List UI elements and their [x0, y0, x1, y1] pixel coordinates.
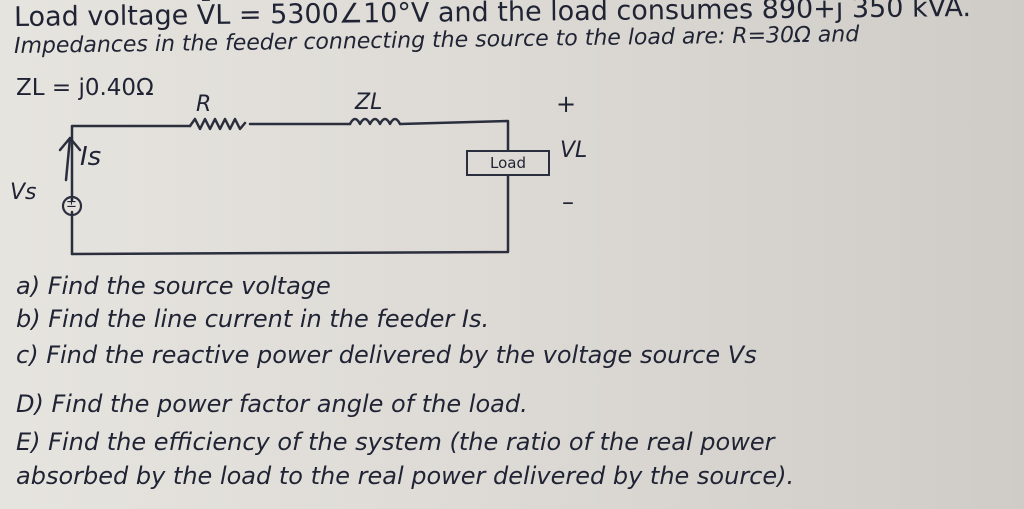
- impedance-label: ZL: [355, 90, 383, 115]
- vl-plus-sign: +: [556, 90, 577, 118]
- problem-line-3: ZL = j0.40Ω: [16, 75, 154, 101]
- source-current-label: Is: [80, 142, 102, 172]
- voltage-source-circle: [61, 195, 83, 217]
- load-box: Load: [466, 150, 550, 176]
- wire-load-bottom: [70, 174, 510, 256]
- impedance-coil: [348, 117, 402, 126]
- vl-minus-sign: –: [562, 188, 574, 216]
- question-e: E) Find the efficiency of the system (th…: [16, 428, 775, 456]
- left-wire-top: [70, 124, 192, 202]
- question-e-continued: absorbed by the load to the real power d…: [16, 462, 795, 490]
- resistor-label: R: [196, 92, 212, 117]
- source-polarity-symbol: ±: [66, 196, 77, 211]
- question-c: c) Find the reactive power delivered by …: [16, 341, 757, 369]
- question-b: b) Find the line current in the feeder I…: [16, 305, 490, 333]
- source-voltage-label: Vs: [10, 180, 37, 205]
- question-a: a) Find the source voltage: [16, 272, 331, 300]
- resistor-zigzag: [188, 117, 247, 131]
- wire-to-load-top: [398, 119, 510, 152]
- load-voltage-label: VL: [560, 138, 588, 163]
- current-arrow: [58, 136, 82, 182]
- question-d: D) Find the power factor angle of the lo…: [16, 390, 528, 418]
